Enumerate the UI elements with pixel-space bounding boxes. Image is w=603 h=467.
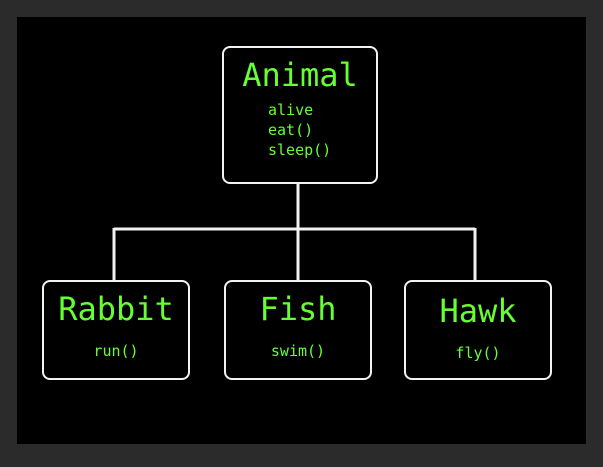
rabbit-member-run: run() bbox=[93, 342, 139, 360]
fish-member-swim: swim() bbox=[270, 342, 326, 360]
animal-member-eat: eat() bbox=[268, 121, 314, 139]
diagram-canvas: Animal alive eat() sleep() Rabbit run() … bbox=[17, 17, 586, 444]
hawk-class-title: Hawk bbox=[439, 292, 517, 330]
fish-class-box: Fish swim() bbox=[224, 280, 372, 380]
animal-member-sleep: sleep() bbox=[268, 141, 332, 159]
animal-member-list: alive eat() sleep() bbox=[268, 103, 331, 163]
animal-class-title: Animal bbox=[242, 56, 358, 94]
hawk-member-fly: fly() bbox=[455, 344, 501, 362]
animal-class-box: Animal alive eat() sleep() bbox=[222, 46, 378, 184]
rabbit-class-title: Rabbit bbox=[58, 290, 174, 328]
animal-member-alive: alive bbox=[268, 101, 314, 119]
rabbit-class-box: Rabbit run() bbox=[42, 280, 190, 380]
inheritance-connectors bbox=[112, 184, 477, 280]
fish-class-title: Fish bbox=[259, 290, 337, 328]
hawk-class-box: Hawk fly() bbox=[404, 280, 552, 380]
